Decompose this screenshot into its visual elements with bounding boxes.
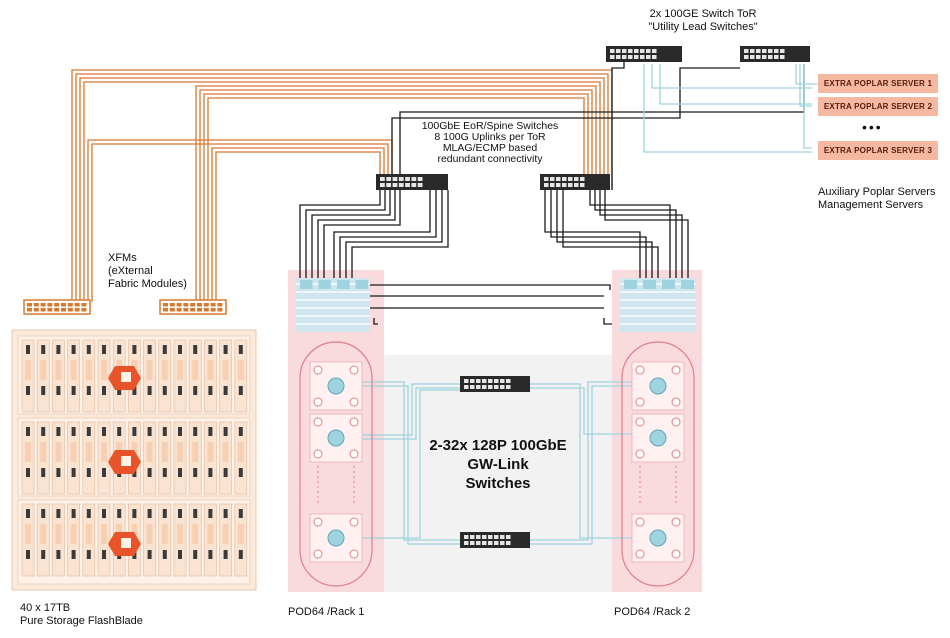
flashblade-label-2: Pure Storage FlashBlade <box>20 615 143 627</box>
tor-subtitle: "Utility Lead Switches" <box>648 21 758 33</box>
rack-1-pods <box>299 341 373 587</box>
black-cables <box>299 59 805 325</box>
gw-area <box>384 355 612 592</box>
xfm-switch-1 <box>23 299 91 315</box>
spine-switch-1 <box>376 174 448 190</box>
blade-slots <box>21 339 248 577</box>
aux-label-2: Management Servers <box>818 199 924 211</box>
xfm-label-2: (eXternal <box>108 265 153 277</box>
spine-label-3: MLAG/ECMP based <box>442 142 538 154</box>
rack-2-pods <box>621 341 695 587</box>
gw-switch-top <box>460 376 530 392</box>
tor-switch-2 <box>740 46 810 62</box>
gw-switch-bottom <box>460 532 530 548</box>
flashblade-label-1: 40 x 17TB <box>20 602 71 614</box>
tor-switch-1 <box>606 46 682 62</box>
extra-server-2: EXTRA POPLAR SERVER 2 <box>818 97 938 116</box>
xfm-label-1: XFMs <box>108 252 137 264</box>
spine-switch-2 <box>540 174 610 190</box>
orange-cables <box>71 69 613 302</box>
gw-label-2: GW-Link <box>467 456 529 473</box>
tor-title: 2x 100GE Switch ToR <box>649 8 757 20</box>
extra-server-1: EXTRA POPLAR SERVER 1 <box>818 74 938 93</box>
gw-label-3: Switches <box>465 475 531 492</box>
spine-label-2: 8 100G Uplinks per ToR <box>434 131 546 143</box>
rack-2-panel <box>620 278 696 332</box>
rack-1-label: POD64 /Rack 1 <box>288 606 365 618</box>
aux-label-1: Auxiliary Poplar Servers <box>818 186 936 198</box>
flashblade-chassis <box>11 329 257 591</box>
xfm-switch-2 <box>159 299 227 315</box>
gw-label-1: 2-32x 128P 100GbE <box>429 437 567 454</box>
xfm-label-3: Fabric Modules) <box>108 278 187 290</box>
rack-2-label: POD64 /Rack 2 <box>614 606 691 618</box>
spine-label-1: 100GbE EoR/Spine Switches <box>421 120 559 132</box>
servers-ellipsis: ••• <box>862 119 883 135</box>
blue-cables <box>348 64 812 545</box>
spine-label-4: redundant connectivity <box>437 153 543 165</box>
extra-server-3: EXTRA POPLAR SERVER 3 <box>818 141 938 160</box>
rack-1-panel <box>296 278 370 332</box>
